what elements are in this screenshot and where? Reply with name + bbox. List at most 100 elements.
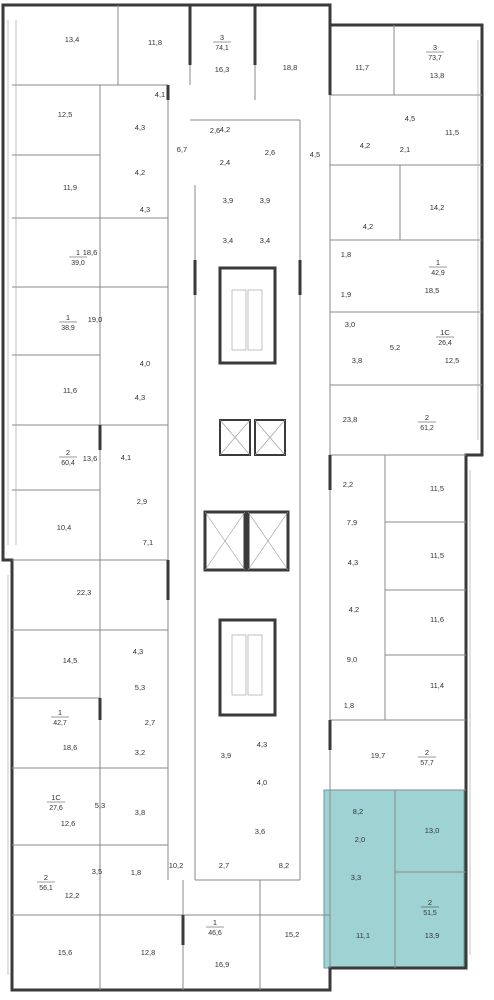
room-area-label: 8,2: [279, 861, 289, 870]
apartment-marker-a4[interactable]: 142,9: [429, 258, 447, 277]
apartment-rooms-count: 2: [425, 748, 429, 757]
apartment-rooms-count: 2: [428, 898, 432, 907]
room-area-label: 2,9: [137, 497, 147, 506]
room-area-label: 11,6: [430, 615, 444, 624]
apartment-marker-a9[interactable]: 142,7: [51, 708, 69, 727]
room-area-label: 23,8: [343, 415, 358, 424]
room-area-label: 4,3: [133, 647, 143, 656]
room-area-label: 5,3: [135, 683, 145, 692]
room-area-label: 2,2: [343, 480, 353, 489]
apartment-total-area: 51,5: [423, 910, 437, 917]
apartment-marker-a3[interactable]: 139,0: [69, 248, 87, 267]
room-area-label: 4,5: [405, 114, 415, 123]
core-stairs-bottom: [218, 618, 277, 717]
room-area-label: 3,6: [255, 827, 265, 836]
apartment-total-area: 42,7: [53, 720, 67, 727]
apartment-total-area: 61,2: [420, 425, 434, 432]
room-area-label: 11,5: [430, 484, 444, 493]
apartment-marker-a13[interactable]: 146,6: [206, 918, 224, 937]
highlighted-apartment-fill[interactable]: [323, 789, 465, 969]
room-area-label: 3,4: [260, 236, 270, 245]
apartment-rooms-count: 1: [58, 708, 62, 717]
apartment-marker-a14[interactable]: 251,5: [421, 898, 439, 917]
room-area-label: 2,7: [219, 861, 229, 870]
apartment-marker-a1[interactable]: 374,1: [213, 33, 231, 52]
apartment-total-area: 38,9: [61, 325, 75, 332]
room-area-label: 4,2: [220, 125, 230, 134]
building-outline: [1, 3, 484, 992]
room-area-label: 11,8: [148, 38, 162, 47]
room-area-label: 15,6: [58, 948, 73, 957]
room-area-label: 4,1: [121, 453, 131, 462]
room-area-label: 13,6: [83, 454, 98, 463]
room-area-label: 14,5: [63, 656, 78, 665]
room-area-label: 11,4: [430, 681, 444, 690]
room-area-label: 11,7: [355, 63, 369, 72]
room-area-label: 3,9: [221, 751, 231, 760]
room-area-label: 13,4: [65, 35, 80, 44]
structural-walls: [98, 5, 332, 945]
room-area-label: 4,2: [349, 605, 359, 614]
room-area-label: 10,4: [57, 523, 72, 532]
room-area-label: 4,3: [135, 123, 145, 132]
room-area-label: 12,5: [445, 356, 460, 365]
apartment-rooms-count: 1: [213, 918, 217, 927]
apartment-total-area: 74,1: [215, 45, 229, 52]
room-area-label: 18,5: [425, 286, 440, 295]
room-area-label: 3,5: [92, 867, 102, 876]
apartment-marker-a8[interactable]: 260,4: [59, 448, 77, 467]
room-area-label: 18,6: [83, 248, 98, 257]
apartment-marker-a10[interactable]: 257,7: [418, 748, 436, 767]
core-lifts-small: [219, 419, 286, 456]
room-area-label: 4,2: [135, 168, 145, 177]
apartment-total-area: 46,6: [208, 930, 222, 937]
room-area-label: 4,3: [348, 558, 358, 567]
apartment-rooms-count: 1С: [51, 793, 61, 802]
apartment-rooms-count: 3: [433, 43, 437, 52]
apartment-total-area: 39,0: [71, 260, 85, 267]
room-area-label: 12,5: [58, 110, 73, 119]
apartment-marker-a7[interactable]: 261,2: [418, 413, 436, 432]
core-lifts-large: [203, 510, 290, 572]
room-area-label: 16,9: [215, 960, 230, 969]
room-area-label: 2,6: [210, 126, 220, 135]
room-area-label: 7,1: [143, 538, 153, 547]
room-area-label: 3,0: [345, 320, 355, 329]
room-area-label: 11,5: [445, 128, 459, 137]
room-area-label: 10,2: [169, 861, 184, 870]
apartment-total-area: 57,7: [420, 760, 434, 767]
apartment-marker-a5[interactable]: 138,9: [59, 313, 77, 332]
apartment-marker-a2[interactable]: 373,7: [426, 43, 444, 62]
room-area-label: 12,6: [61, 819, 76, 828]
apartment-rooms-count: 2: [425, 413, 429, 422]
apartment-rooms-count: 1С: [440, 328, 450, 337]
room-area-label: 7,9: [347, 518, 357, 527]
room-area-label: 1,9: [341, 290, 351, 299]
room-area-label: 11,9: [63, 183, 77, 192]
room-area-label: 1,8: [344, 701, 354, 710]
room-area-label: 3,9: [223, 196, 233, 205]
room-area-label: 3,9: [260, 196, 270, 205]
room-area-label: 18,8: [283, 63, 298, 72]
room-area-label: 19,0: [88, 315, 103, 324]
apartment-total-area: 60,4: [61, 460, 75, 467]
room-area-label: 12,8: [141, 948, 156, 957]
apartment-marker-a12[interactable]: 256,1: [37, 873, 55, 892]
room-area-label: 22,3: [77, 588, 92, 597]
apartment-total-area: 73,7: [428, 55, 442, 62]
room-area-label: 2,1: [400, 145, 410, 154]
room-area-label: 13,9: [425, 931, 440, 940]
room-area-label: 2,4: [220, 158, 230, 167]
room-area-label: 4,3: [140, 205, 150, 214]
room-area-label: 5,2: [390, 343, 400, 352]
room-area-label: 18,6: [63, 743, 78, 752]
core-stairs-top: [218, 266, 277, 365]
apartment-rooms-count: 2: [66, 448, 70, 457]
apartment-rooms-count: 1: [66, 313, 70, 322]
room-area-label: 13,0: [425, 826, 440, 835]
